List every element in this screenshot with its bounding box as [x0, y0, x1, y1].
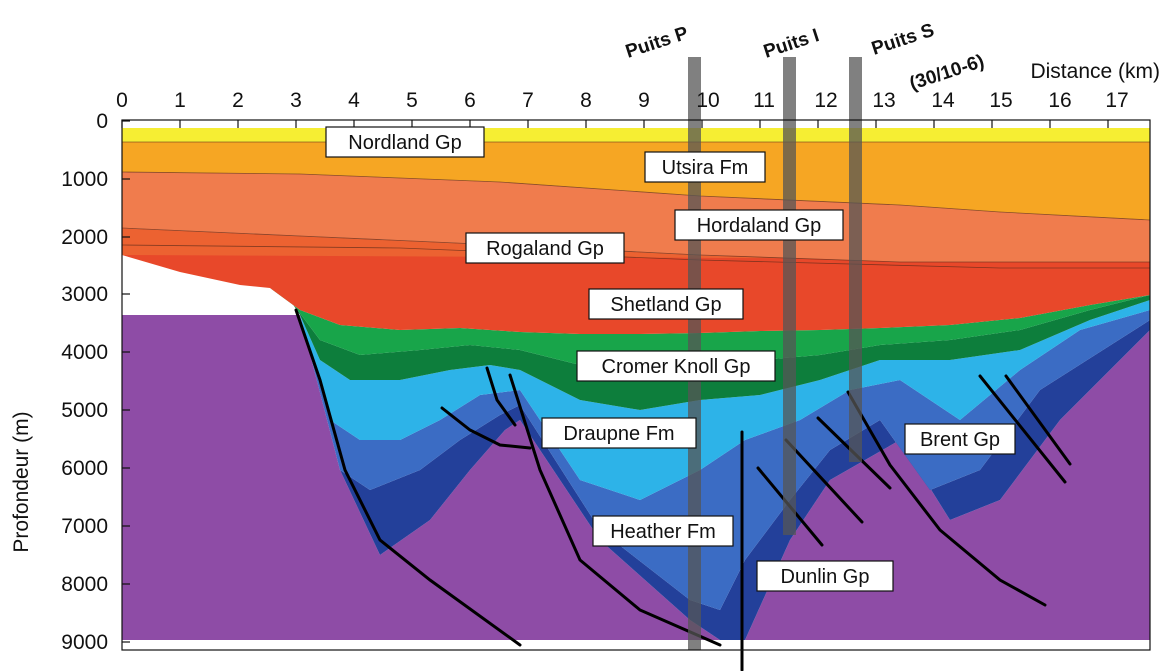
well-s — [849, 57, 862, 462]
label-draupne: Draupne Fm — [563, 423, 674, 445]
label-cromer: Cromer Knoll Gp — [602, 356, 751, 378]
y-tick-0: 0 — [96, 110, 108, 133]
fault-7 — [784, 438, 864, 524]
well-i — [783, 57, 796, 535]
label-box-dunlin — [756, 560, 894, 592]
x-tick-5: 5 — [406, 89, 418, 112]
x-tick-1: 1 — [174, 89, 186, 112]
fault-1 — [294, 308, 522, 647]
y-tick-1000: 1000 — [61, 168, 108, 191]
x-tick-9: 9 — [638, 89, 650, 112]
fault-3 — [485, 366, 517, 427]
y-tick-9000: 9000 — [61, 631, 108, 654]
y-tick-7000: 7000 — [61, 515, 108, 538]
x-tick-17: 17 — [1105, 89, 1128, 112]
fault-9 — [846, 390, 1047, 607]
fault-11 — [1004, 374, 1072, 466]
y-tick-4000: 4000 — [61, 341, 108, 364]
plot-frame — [121, 119, 1151, 651]
label-box-hordaland — [674, 209, 844, 241]
x-tick-4: 4 — [348, 89, 360, 112]
x-tick-13: 13 — [872, 89, 895, 112]
label-box-brent — [904, 423, 1016, 455]
label-heather: Heather Fm — [610, 521, 716, 543]
label-box-cromer — [576, 350, 776, 382]
x-tick-3: 3 — [290, 89, 302, 112]
label-box-draupne — [541, 417, 697, 449]
label-box-utsira — [644, 151, 766, 183]
x-axis-label: Distance (km) — [1030, 60, 1160, 83]
x-tick-11: 11 — [753, 89, 775, 112]
x-tick-15: 15 — [989, 89, 1012, 112]
label-box-shetland — [588, 288, 744, 320]
layer-nordland — [122, 128, 1150, 142]
fault-10 — [978, 374, 1067, 484]
y-tick-5000: 5000 — [61, 399, 108, 422]
faults — [294, 308, 1072, 671]
y-axis-label: Profondeur (m) — [10, 411, 33, 552]
x-tick-14: 14 — [931, 89, 955, 112]
layer-cromer-lower — [290, 295, 1150, 410]
label-box-rogaland — [465, 232, 625, 264]
label-rogaland: Rogaland Gp — [486, 238, 604, 260]
label-nordland: Nordland Gp — [348, 132, 461, 154]
y-tick-6000: 6000 — [61, 457, 108, 480]
x-tick-0: 0 — [116, 89, 128, 112]
wells: Puits P Puits I Puits S (30/10-6) — [623, 20, 987, 650]
layer-heather — [300, 310, 1150, 610]
layer-heather-dark — [300, 315, 1150, 640]
fault-2 — [440, 406, 532, 450]
y-axis-ticks — [122, 120, 130, 643]
x-tick-6: 6 — [464, 89, 476, 112]
x-tick-16: 16 — [1048, 89, 1071, 112]
label-utsira: Utsira Fm — [662, 157, 749, 179]
label-box-nordland — [325, 126, 485, 158]
x-tick-2: 2 — [232, 89, 244, 112]
y-tick-8000: 8000 — [61, 573, 108, 596]
well-s-label: Puits S — [869, 20, 937, 60]
x-tick-8: 8 — [580, 89, 592, 112]
axes: 0 1 2 3 4 5 6 7 8 9 10 11 12 13 14 15 16… — [10, 60, 1160, 654]
label-box-heather — [592, 515, 734, 547]
x-tick-12: 12 — [814, 89, 837, 112]
x-axis-ticks — [121, 120, 1109, 128]
well-p-label: Puits P — [623, 23, 691, 63]
x-tick-10: 10 — [696, 89, 719, 112]
unit-labels: Nordland Gp Utsira Fm Hordaland Gp Rogal… — [325, 126, 1016, 592]
label-dunlin: Dunlin Gp — [781, 566, 870, 588]
layer-utsira — [122, 142, 1150, 220]
layers — [122, 128, 1150, 640]
y-tick-2000: 2000 — [61, 226, 108, 249]
label-shetland: Shetland Gp — [610, 294, 721, 316]
fault-4 — [508, 373, 722, 647]
label-brent: Brent Gp — [920, 429, 1000, 451]
label-hordaland: Hordaland Gp — [697, 215, 822, 237]
layer-draupne — [300, 300, 1150, 500]
x-tick-7: 7 — [522, 89, 534, 112]
layer-dunlin — [122, 315, 1150, 640]
y-tick-3000: 3000 — [61, 283, 108, 306]
layer-rogaland — [122, 228, 1150, 262]
